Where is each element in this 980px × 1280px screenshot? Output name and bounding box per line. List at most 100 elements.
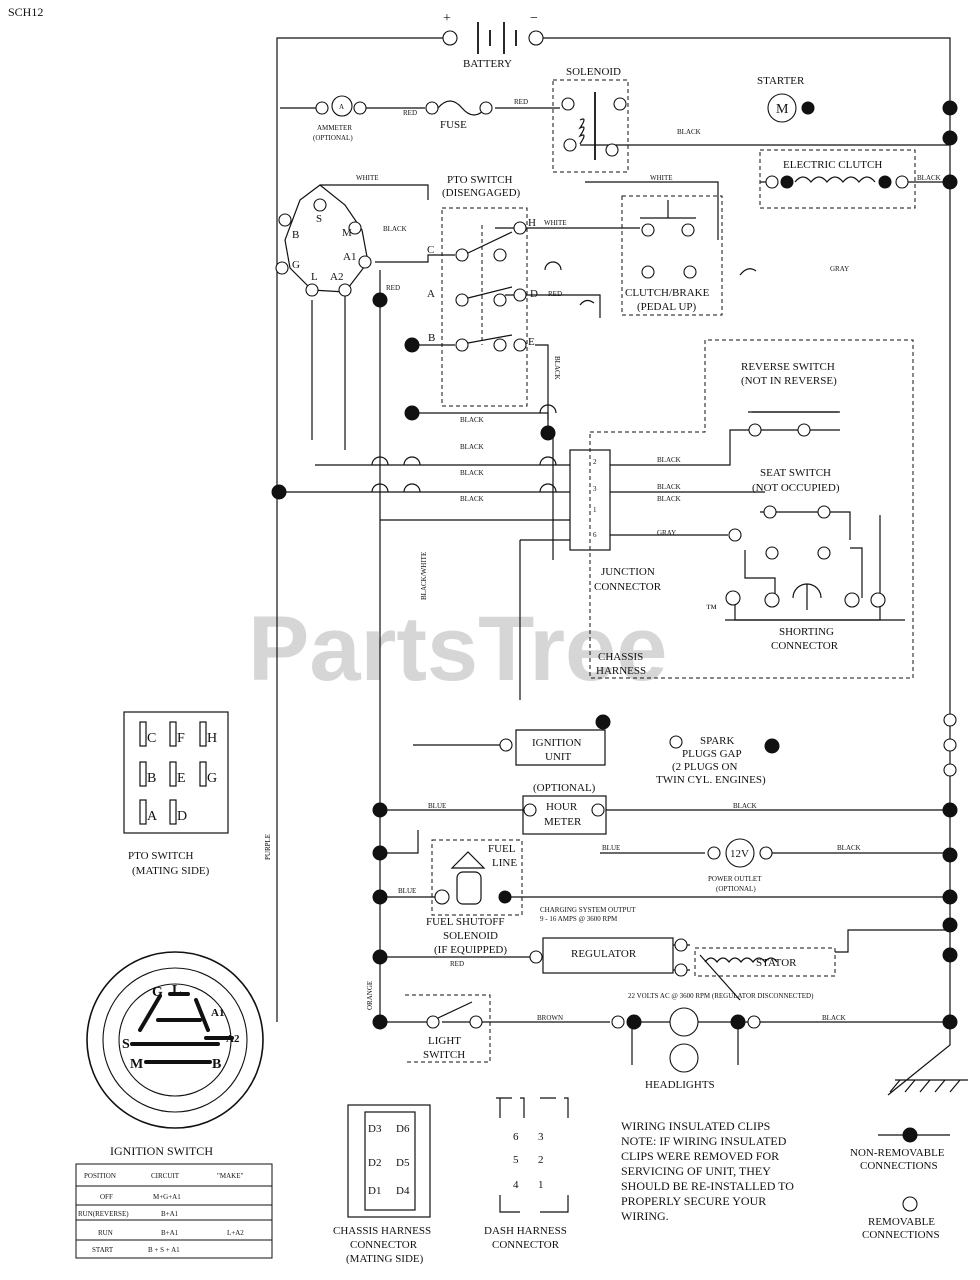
wire-label-white-2: WHITE — [650, 174, 673, 182]
table-header-position: POSITION — [84, 1172, 116, 1180]
junction-pin-1: 1 — [593, 506, 597, 514]
junction-pin-2: 2 — [593, 458, 597, 466]
legend-removable: REMOVABLE — [868, 1216, 935, 1228]
wire-label-gray-2: GRAY — [657, 529, 676, 537]
light-switch-label: LIGHT — [428, 1035, 461, 1047]
pto-term-h: H — [528, 217, 536, 229]
light-switch: LIGHT SWITCH — [423, 1001, 483, 1061]
wire-label-black-white: BLACK/WHITE — [420, 552, 428, 600]
sheet-id: SCH12 — [8, 5, 43, 19]
removable-dot — [902, 1196, 918, 1212]
power-outlet-label: POWER OUTLET — [708, 875, 762, 883]
junction-label-2: CONNECTOR — [594, 581, 662, 593]
wire-label-red-4: RED — [548, 290, 562, 298]
wire-label-gray-1: GRAY — [830, 265, 849, 273]
fuel-solenoid-label: FUEL SHUTOFF — [426, 916, 505, 928]
clutch-brake-pedal: (PEDAL UP) — [637, 301, 697, 313]
solenoid: SOLENOID — [561, 66, 627, 160]
light-switch-label-2: SWITCH — [423, 1049, 465, 1061]
dash-harness-connector: 6 3 5 2 4 1 DASH HARNESS CONNECTOR — [484, 1097, 569, 1251]
battery-plus: + — [443, 11, 451, 26]
pto-cell-e: E — [177, 771, 186, 786]
bus-connection-dots — [942, 100, 958, 1030]
charging-output-label: CHARGING SYSTEM OUTPUT — [540, 906, 636, 914]
dash-connector-label: DASH HARNESS — [484, 1225, 567, 1237]
fuse: FUSE — [425, 100, 493, 131]
wire-label-black-5: BLACK — [460, 443, 484, 451]
gray-line-hook — [739, 268, 757, 276]
regulator-label: REGULATOR — [571, 948, 637, 960]
pto-mating-row-2: B E G — [139, 761, 217, 787]
pto-cell-f: F — [177, 731, 185, 746]
wire-labels: WHITE WHITE WHITE BLACK BLACK BLACK RED … — [264, 98, 941, 1022]
note-line: SERVICING OF UNIT, THEY — [621, 1164, 771, 1178]
pto-term-a: A — [427, 288, 435, 300]
wire-label-black-6: BLACK — [460, 469, 484, 477]
hour-meter-label: HOUR — [546, 801, 578, 813]
ign-term-s: S — [316, 213, 322, 225]
wire-label-black-8: BLACK — [657, 456, 681, 464]
electric-clutch: ELECTRIC CLUTCH — [759, 149, 916, 209]
connection-legend: NON-REMOVABLE CONNECTIONS REMOVABLE CONN… — [850, 1127, 950, 1241]
chassis-pin-d2: D2 — [368, 1157, 381, 1169]
watermark-tm: ™ — [706, 603, 717, 615]
wire-label-black-13: BLACK — [822, 1014, 846, 1022]
hour-meter-optional: (OPTIONAL) — [533, 782, 596, 794]
spark-plugs-note: (2 PLUGS ON — [672, 761, 737, 773]
starter-motor: STARTER M — [757, 75, 815, 123]
table-row: OFF M+G+A1 — [100, 1193, 181, 1201]
headlights-label: HEADLIGHTS — [645, 1079, 715, 1091]
table-cell: B+A1 — [161, 1229, 179, 1237]
pto-term-b: B — [428, 332, 435, 344]
ign-term-g: G — [292, 259, 300, 271]
spark-plugs-label: SPARK — [700, 735, 735, 747]
table-cell: RUN(REVERSE) — [78, 1210, 129, 1218]
fuel-solenoid-equipped: (IF EQUIPPED) — [434, 944, 507, 956]
power-outlet-optional: (OPTIONAL) — [716, 885, 756, 893]
chassis-pin-d1: D1 — [368, 1185, 381, 1197]
seat-switch-state: (NOT OCCUPIED) — [752, 482, 840, 494]
note-line: NOTE: IF WIRING INSULATED — [621, 1134, 787, 1148]
ign-face-l: L — [172, 983, 181, 998]
shorting-connector: SHORTING CONNECTOR — [725, 583, 886, 652]
pto-cell-g: G — [207, 771, 217, 786]
table-cell: B+A1 — [161, 1210, 179, 1218]
junction-label: JUNCTION — [601, 566, 655, 578]
wire-label-red-5: RED — [450, 960, 464, 968]
fuel-shutoff-solenoid: FUEL LINE FUEL SHUTOFF SOLENOID (IF EQUI… — [426, 843, 517, 956]
note-line: WIRING. — [621, 1209, 669, 1223]
ign-term-m: M — [342, 227, 352, 239]
wire-label-black-7: BLACK — [460, 495, 484, 503]
reverse-switch-label: REVERSE SWITCH — [741, 361, 835, 373]
pto-cell-d: D — [177, 809, 187, 824]
hour-meter: (OPTIONAL) HOUR METER — [523, 782, 605, 828]
battery: + − BATTERY — [442, 11, 544, 70]
dash-pin-4: 4 — [513, 1179, 519, 1191]
junction-pin-6: 6 — [593, 531, 597, 539]
pto-mating-row-1: C F H — [139, 721, 217, 747]
pto-mating-connector: C F H B E G A D PTO SWITCH (MATING SIDE) — [123, 711, 229, 877]
shorting-label: SHORTING — [779, 626, 834, 638]
solenoid-label: SOLENOID — [566, 66, 621, 78]
wire-label-black-1: BLACK — [383, 225, 407, 233]
reverse-switch-state: (NOT IN REVERSE) — [741, 375, 837, 387]
table-cell: M+G+A1 — [153, 1193, 181, 1201]
wire-label-black-14: BLACK — [553, 356, 561, 380]
legend-removable-2: CONNECTIONS — [862, 1229, 940, 1241]
clutch-brake-switch: CLUTCH/BRAKE (PEDAL UP) — [625, 200, 710, 313]
stator-note: 22 VOLTS AC @ 3600 RPM (REGULATOR DISCON… — [628, 992, 814, 1000]
power-outlet-symbol: 12V — [730, 848, 749, 860]
pto-cell-a: A — [147, 809, 158, 824]
junction-connector: 2 3 1 6 JUNCTION CONNECTOR CHASSIS HARNE… — [593, 458, 662, 677]
dash-pin-1: 1 — [538, 1179, 544, 1191]
chassis-harness-label-2: HARNESS — [596, 665, 646, 677]
table-cell: B + S + A1 — [148, 1246, 180, 1254]
fuel-line-label: FUEL — [488, 843, 516, 855]
note-line: WIRING INSULATED CLIPS — [621, 1119, 770, 1133]
seat-switch-label: SEAT SWITCH — [760, 467, 831, 479]
wire-label-red-2: RED — [514, 98, 528, 106]
table-row: START B + S + A1 — [92, 1246, 180, 1254]
chassis-harness-connector: D3 D6 D2 D5 D1 D4 CHASSIS HARNESS CONNEC… — [333, 1104, 431, 1265]
charging-output-value: 9 - 16 AMPS @ 3600 RPM — [540, 915, 618, 923]
wire-label-blue-3: BLUE — [398, 887, 416, 895]
